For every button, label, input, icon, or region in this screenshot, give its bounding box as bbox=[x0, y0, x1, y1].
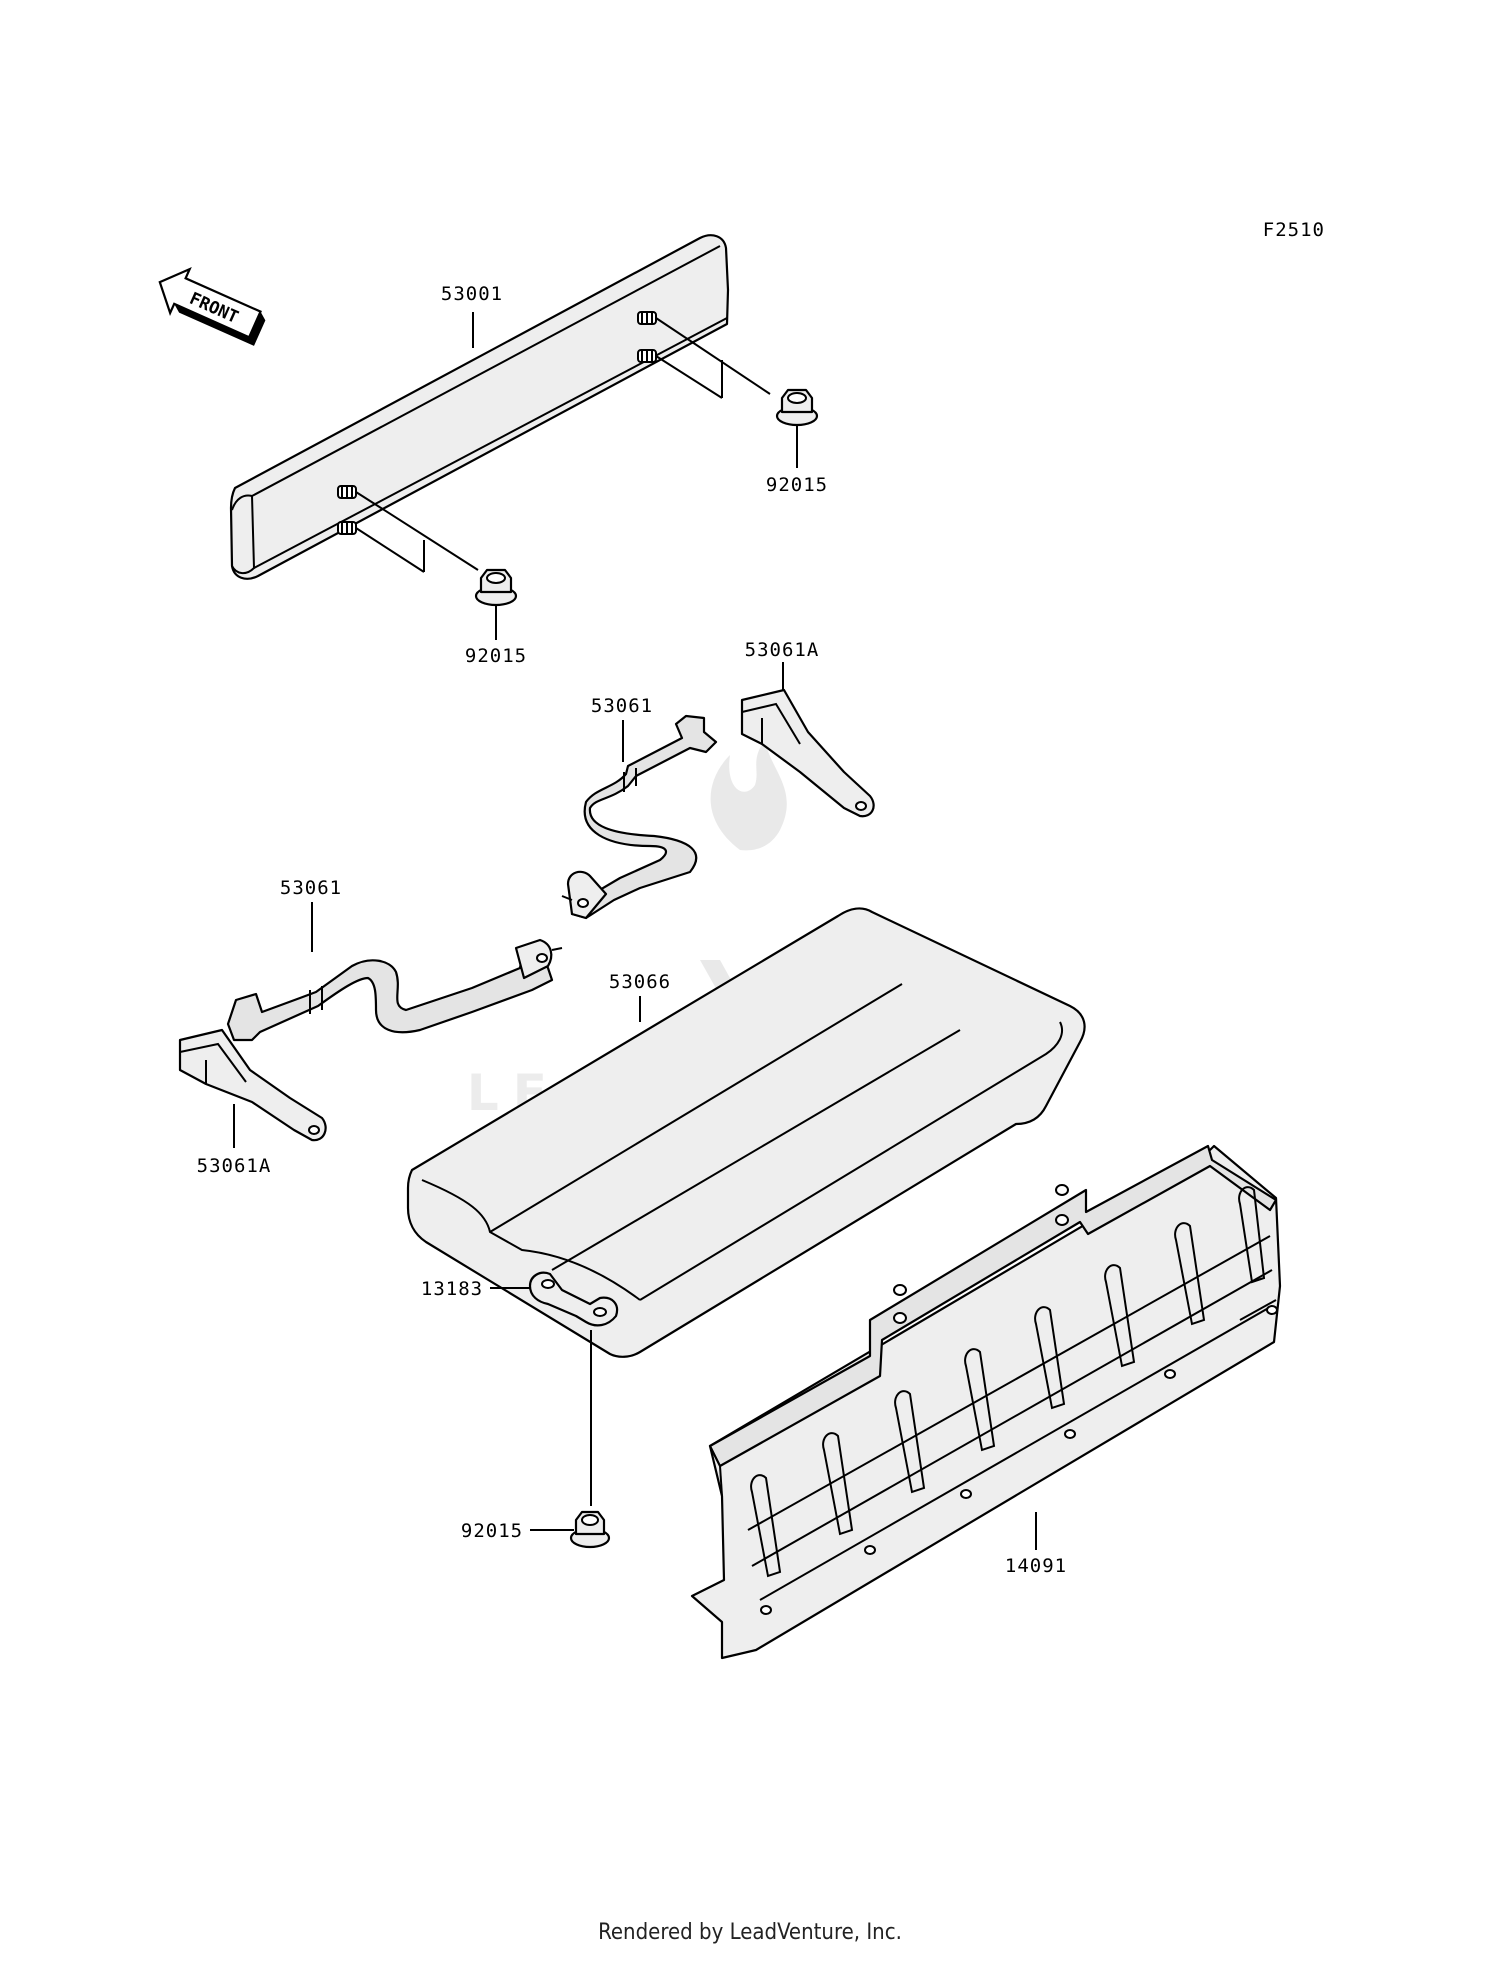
guard-hole bbox=[1055, 1214, 1069, 1226]
figure-code: F2510 bbox=[1263, 219, 1325, 241]
guard-hole bbox=[1266, 1305, 1278, 1315]
bracket bbox=[528, 1271, 619, 1327]
callout-13183: 13183 bbox=[421, 1278, 483, 1300]
callout-53001: 53001 bbox=[441, 283, 503, 305]
box-stud-lower-1 bbox=[337, 485, 357, 499]
callout-92015-left: 92015 bbox=[465, 645, 527, 667]
guard-hole bbox=[960, 1489, 972, 1499]
guard-hole bbox=[1164, 1369, 1176, 1379]
callout-92015-lower: 92015 bbox=[461, 1520, 523, 1542]
strap-end-right bbox=[740, 688, 875, 818]
box-stud-lower-2 bbox=[337, 521, 357, 535]
flange-nut-lower bbox=[569, 1510, 611, 1549]
callout-53066: 53066 bbox=[609, 971, 671, 993]
strap-end-left bbox=[178, 1028, 327, 1142]
guard-hole bbox=[893, 1284, 907, 1296]
guard-ribs bbox=[747, 1186, 1273, 1601]
flange-nut-upper bbox=[775, 388, 819, 427]
guard-hole bbox=[1064, 1429, 1076, 1439]
footer-credit: Rendered by LeadVenture, Inc. bbox=[598, 1920, 902, 1945]
callout-92015-upper: 92015 bbox=[766, 474, 828, 496]
strap-right bbox=[561, 714, 718, 920]
guard-hole bbox=[893, 1312, 907, 1324]
strap-left bbox=[226, 938, 563, 1042]
guard-hole bbox=[864, 1545, 876, 1555]
callout-53061-right: 53061 bbox=[591, 695, 653, 717]
flange-nut-left bbox=[474, 568, 518, 607]
callout-14091: 14091 bbox=[1005, 1555, 1067, 1577]
callout-53061-left: 53061 bbox=[280, 877, 342, 899]
box-stud-upper-1 bbox=[637, 311, 657, 325]
seat-pad bbox=[406, 907, 1086, 1358]
guard-hole bbox=[1055, 1184, 1069, 1196]
front-arrow-icon: FRONT bbox=[158, 266, 266, 346]
box-stud-upper-2 bbox=[637, 349, 657, 363]
guard-plate bbox=[690, 1144, 1282, 1660]
tool-box bbox=[229, 234, 771, 580]
callout-53061A-right: 53061A bbox=[745, 639, 820, 661]
guard-hole bbox=[760, 1605, 772, 1615]
callout-53061A-left: 53061A bbox=[197, 1155, 272, 1177]
